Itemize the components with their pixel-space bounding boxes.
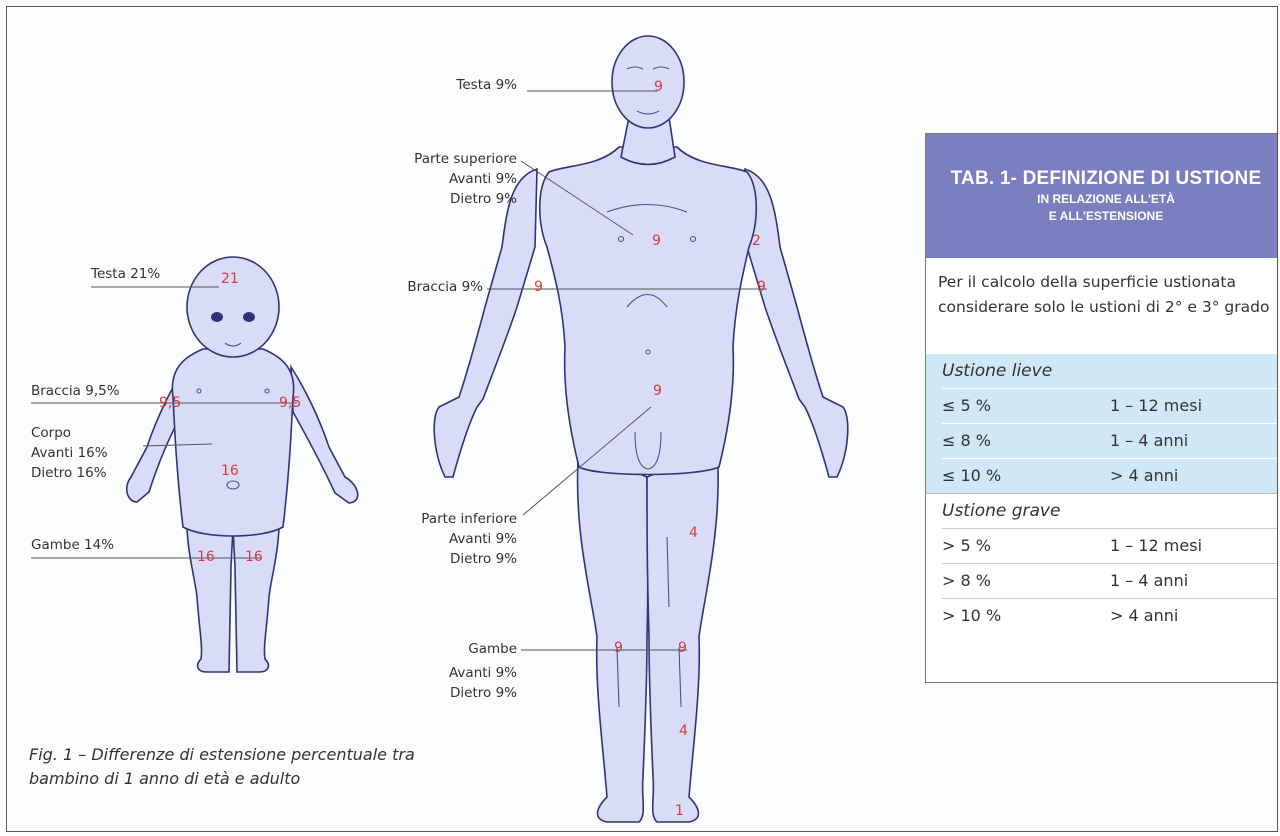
severe-pct: > 10 % bbox=[942, 599, 1110, 633]
adult-lower-title: Parte inferiore bbox=[387, 509, 517, 529]
adult-legs-front: Avanti 9% bbox=[387, 663, 517, 683]
adult-chest-number: 9 bbox=[652, 233, 661, 249]
figure-caption: Fig. 1 – Differenze di estensione percen… bbox=[29, 743, 419, 791]
mild-age: 1 – 4 anni bbox=[1110, 424, 1188, 458]
adult-lower-front: Avanti 9% bbox=[387, 529, 517, 549]
child-head-label: Testa 21% bbox=[91, 264, 160, 284]
severe-age: > 4 anni bbox=[1110, 599, 1178, 633]
child-leg-right-number: 16 bbox=[245, 549, 263, 565]
child-arms-label: Braccia 9,5% bbox=[31, 381, 120, 401]
severe-pct: > 8 % bbox=[942, 564, 1110, 598]
adult-head-number: 9 bbox=[654, 79, 663, 95]
adult-arms-label: Braccia 9% bbox=[387, 277, 483, 297]
severe-age: 1 – 4 anni bbox=[1110, 564, 1188, 598]
adult-upper-front: Avanti 9% bbox=[387, 169, 517, 189]
table-subtitle-2: E ALL'ESTENSIONE bbox=[926, 209, 1278, 224]
figure-page: .skin{fill:#d9dcf7;stroke:#2f3477;stroke… bbox=[6, 6, 1278, 832]
adult-lower-back: Dietro 9% bbox=[387, 549, 517, 569]
mild-pct: ≤ 10 % bbox=[942, 459, 1110, 493]
mild-burn-section: Ustione lieve ≤ 5 % 1 – 12 mesi ≤ 8 % 1 … bbox=[926, 354, 1278, 493]
adult-shoulder-number: 2 bbox=[752, 233, 761, 249]
table-title: TAB. 1- DEFINIZIONE DI USTIONE bbox=[926, 134, 1278, 190]
table-header: TAB. 1- DEFINIZIONE DI USTIONE IN RELAZI… bbox=[926, 134, 1278, 258]
table-row: ≤ 5 % 1 – 12 mesi bbox=[942, 388, 1278, 423]
adult-upper-back: Dietro 9% bbox=[387, 189, 517, 209]
table-row: > 8 % 1 – 4 anni bbox=[942, 563, 1278, 598]
adult-arm-left-number: 9 bbox=[534, 279, 543, 295]
mild-age: > 4 anni bbox=[1110, 459, 1178, 493]
child-body-front: Avanti 16% bbox=[31, 443, 108, 463]
table-row: ≤ 10 % > 4 anni bbox=[942, 458, 1278, 493]
child-body-number: 16 bbox=[221, 463, 239, 479]
adult-knee-left-number: 9 bbox=[614, 640, 623, 656]
table-row: ≤ 8 % 1 – 4 anni bbox=[942, 423, 1278, 458]
mild-burn-title: Ustione lieve bbox=[942, 354, 1278, 388]
adult-foot-number: 1 bbox=[675, 803, 684, 819]
severe-burn-title: Ustione grave bbox=[942, 494, 1278, 528]
adult-legs-back: Dietro 9% bbox=[387, 683, 517, 703]
adult-thigh-number: 4 bbox=[689, 525, 698, 541]
mild-age: 1 – 12 mesi bbox=[1110, 389, 1202, 423]
severe-pct: > 5 % bbox=[942, 529, 1110, 563]
table-intro: Per il calcolo della superficie ustionat… bbox=[926, 258, 1278, 354]
child-arm-left-number: 9,5 bbox=[159, 395, 181, 411]
mild-pct: ≤ 8 % bbox=[942, 424, 1110, 458]
child-head-number: 21 bbox=[221, 271, 239, 287]
child-leg-left-number: 16 bbox=[197, 549, 215, 565]
adult-upper-title: Parte superiore bbox=[387, 149, 517, 169]
adult-head-label: Testa 9% bbox=[427, 75, 517, 95]
child-body-title: Corpo bbox=[31, 423, 71, 443]
table-row: > 10 % > 4 anni bbox=[942, 598, 1278, 633]
child-figure bbox=[127, 257, 358, 672]
adult-abdomen-number: 9 bbox=[653, 383, 662, 399]
child-body-back: Dietro 16% bbox=[31, 463, 107, 483]
severe-age: 1 – 12 mesi bbox=[1110, 529, 1202, 563]
burn-definition-table: TAB. 1- DEFINIZIONE DI USTIONE IN RELAZI… bbox=[925, 133, 1278, 683]
severe-burn-section: Ustione grave > 5 % 1 – 12 mesi > 8 % 1 … bbox=[926, 493, 1278, 633]
mild-pct: ≤ 5 % bbox=[942, 389, 1110, 423]
adult-legs-title: Gambe bbox=[387, 639, 517, 659]
child-legs-label: Gambe 14% bbox=[31, 535, 114, 555]
adult-arm-right-number: 9 bbox=[757, 279, 766, 295]
child-arm-right-number: 9,5 bbox=[279, 395, 301, 411]
table-row: > 5 % 1 – 12 mesi bbox=[942, 528, 1278, 563]
table-subtitle-1: IN RELAZIONE ALL'ETÀ bbox=[926, 192, 1278, 207]
adult-shin-number: 4 bbox=[679, 723, 688, 739]
adult-knee-right-number: 9 bbox=[678, 640, 687, 656]
